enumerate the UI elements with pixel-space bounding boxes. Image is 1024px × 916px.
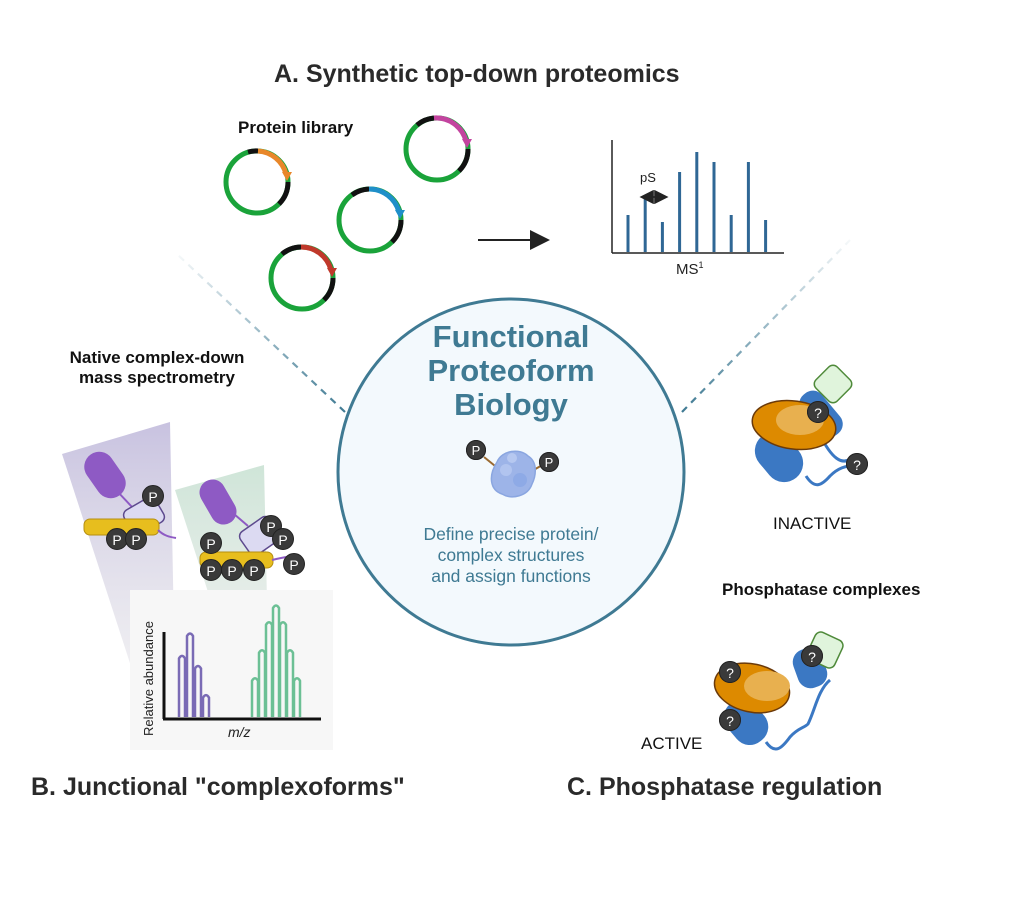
native-ms-peak bbox=[201, 693, 211, 717]
phospho-icon: P bbox=[125, 528, 147, 550]
phospho-icon: P bbox=[221, 559, 243, 581]
hub-description: Define precise protein/ complex structur… bbox=[423, 524, 599, 586]
ms1-peak bbox=[764, 220, 768, 252]
protein-library-label: Protein library bbox=[238, 118, 354, 137]
phospho-icon: P bbox=[200, 559, 222, 581]
ms1-peak bbox=[643, 199, 647, 252]
ms1-peak bbox=[626, 215, 630, 252]
section-c-title: C. Phosphatase regulation bbox=[567, 773, 883, 801]
section-b-title: B. Junctional "complexoforms" bbox=[31, 773, 405, 801]
phospho-icon: P bbox=[283, 553, 305, 575]
phospho-icon: P bbox=[243, 559, 265, 581]
native-ms-peak bbox=[185, 632, 195, 717]
unknown-site-icon: ? bbox=[846, 453, 868, 475]
complex-down-illustration bbox=[62, 422, 333, 750]
ms1-peak bbox=[729, 215, 733, 252]
native-ms-ylabel: Relative abundance bbox=[141, 621, 156, 736]
unknown-site-icon: ? bbox=[801, 645, 823, 667]
native-ms-peak bbox=[292, 677, 302, 717]
phospho-icon: P bbox=[539, 452, 559, 472]
phospho-icon: P bbox=[272, 528, 294, 550]
native-ms-peak bbox=[278, 621, 288, 717]
ms1-peak bbox=[746, 162, 750, 252]
unknown-site-icon: ? bbox=[807, 401, 829, 423]
divider-upper-right bbox=[681, 239, 851, 413]
ms1-peak bbox=[660, 222, 664, 252]
native-ms-xlabel: m/z bbox=[228, 724, 251, 740]
ms1-peak bbox=[712, 162, 716, 252]
unknown-site-icon: ? bbox=[719, 709, 741, 731]
native-ms-subtitle: Native complex-down mass spectrometry bbox=[69, 348, 245, 387]
native-ms-peak bbox=[285, 649, 295, 717]
ms1-peak bbox=[695, 152, 699, 252]
plasmid-orange bbox=[223, 148, 292, 216]
phospho-icon: P bbox=[200, 532, 222, 554]
active-label: ACTIVE bbox=[641, 734, 703, 753]
inactive-label: INACTIVE bbox=[773, 514, 852, 533]
section-a-title: A. Synthetic top-down proteomics bbox=[274, 60, 680, 88]
native-ms-peak bbox=[177, 654, 187, 717]
phosphatase-active bbox=[713, 631, 844, 751]
phospho-icon: P bbox=[466, 440, 486, 460]
plasmid-red bbox=[268, 244, 337, 312]
native-ms-peak bbox=[271, 604, 281, 717]
ps-annotation: pS bbox=[640, 170, 656, 185]
unknown-site-icon: ? bbox=[719, 661, 741, 683]
hub-title: Functional Proteoform Biology bbox=[427, 319, 595, 422]
phospho-icon: P bbox=[142, 485, 164, 507]
ms1-label: MS1 bbox=[676, 260, 704, 278]
native-ms-peak bbox=[193, 664, 203, 717]
ms1-peak bbox=[678, 172, 682, 252]
plasmid-blue bbox=[336, 186, 405, 254]
ms1-spectrum bbox=[611, 140, 784, 254]
divider-upper-left bbox=[177, 254, 346, 413]
phosphatase-complexes-label: Phosphatase complexes bbox=[722, 580, 921, 599]
plasmid-magenta bbox=[403, 115, 472, 183]
